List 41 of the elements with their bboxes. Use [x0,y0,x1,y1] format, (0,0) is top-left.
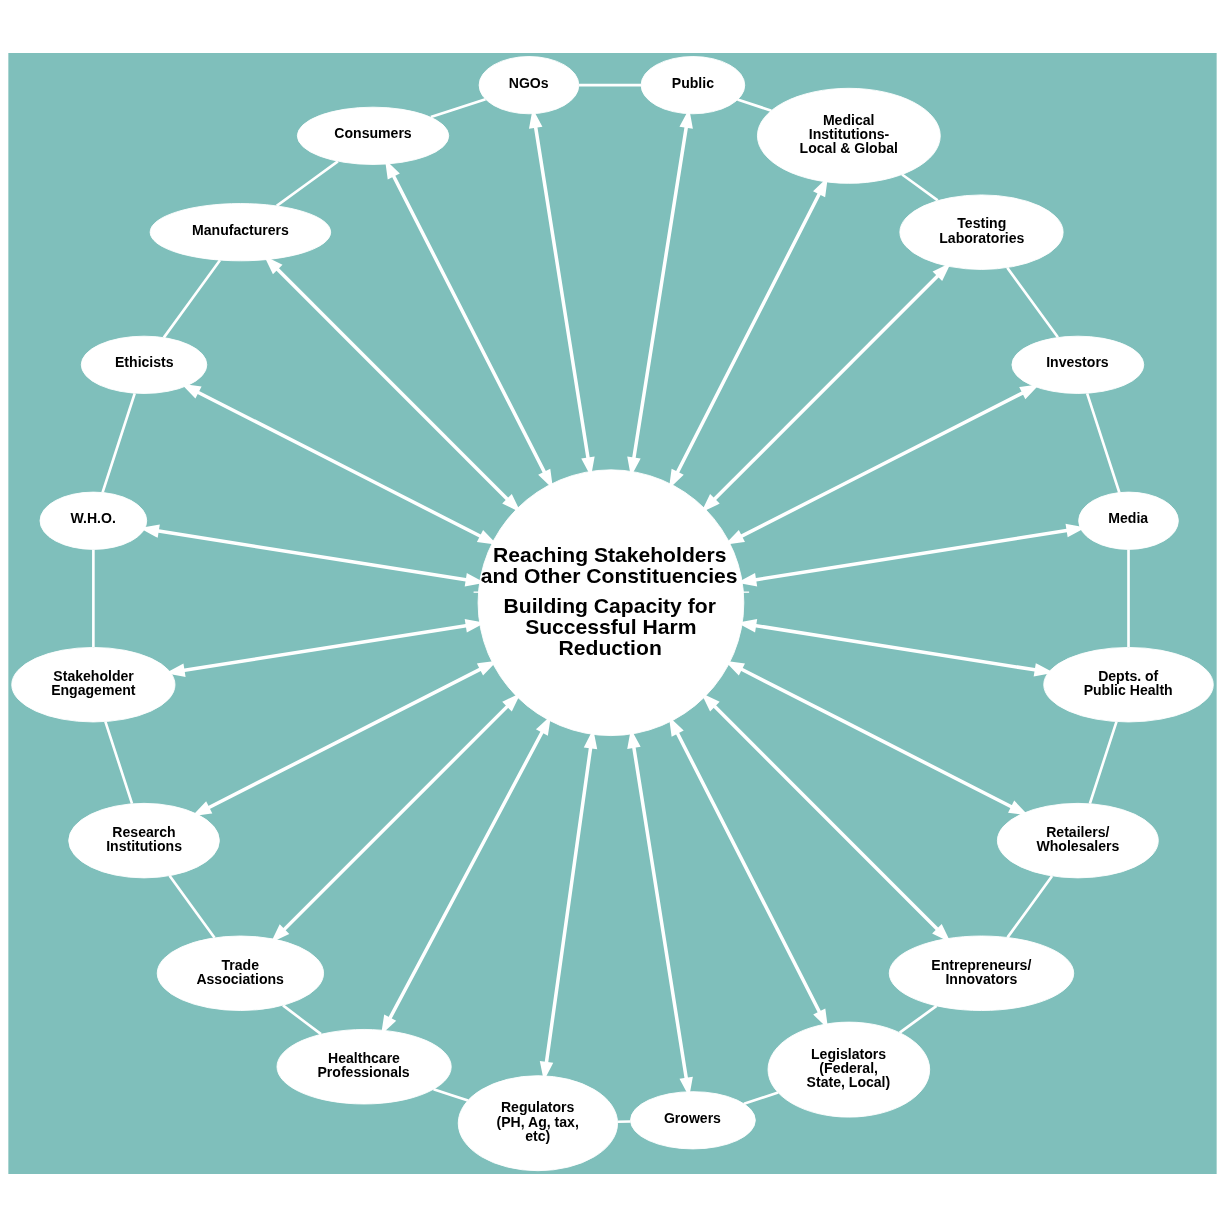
connector [1006,266,1059,338]
connector [168,874,216,938]
connector [1127,549,1130,647]
connector [282,1003,322,1035]
connector [901,172,939,201]
connector [104,720,134,804]
node-ellipse: Manufacturers [149,202,332,261]
node-ellipse: Public [640,55,746,114]
node-ellipse: Entrepreneurs/ Innovators [888,935,1075,1011]
node-ellipse: Depts. of Public Health [1043,646,1214,722]
connector [1085,392,1121,493]
connector [430,97,486,118]
connector [275,159,339,207]
arrow [701,692,951,942]
connector [578,83,642,86]
node-ellipse: Legislators (Federal, State, Local) [767,1021,931,1118]
connector [743,1090,779,1105]
node-ellipse: Regulators (PH, Ag, tax, etc) [457,1074,618,1171]
node-ellipse: Growers [630,1090,756,1149]
node-ellipse: Healthcare Professionals [276,1028,452,1104]
arrow [701,262,952,512]
node-ellipse: Ethicists [80,335,208,394]
connector [898,1004,938,1034]
connector [617,1119,631,1123]
connector [737,97,772,112]
connector [101,392,136,493]
node-ellipse: Media [1078,491,1179,550]
connector [92,549,95,647]
node-ellipse: Stakeholder Engagement [11,646,176,722]
node-ellipse: Investors [1011,335,1145,394]
connector [162,259,222,338]
arrow [270,692,521,943]
connector [1088,720,1118,804]
node-ellipse: Trade Associations [156,935,324,1011]
node-ellipse: Consumers [296,106,450,165]
node-ellipse: Medical Institutions- Local & Global [757,87,941,184]
node-ellipse: NGOs [478,55,580,114]
node-ellipse: Testing Laboratories [899,193,1064,270]
connector [1006,874,1054,938]
node-ellipse: W.H.O. [39,491,148,550]
connector [433,1087,469,1102]
